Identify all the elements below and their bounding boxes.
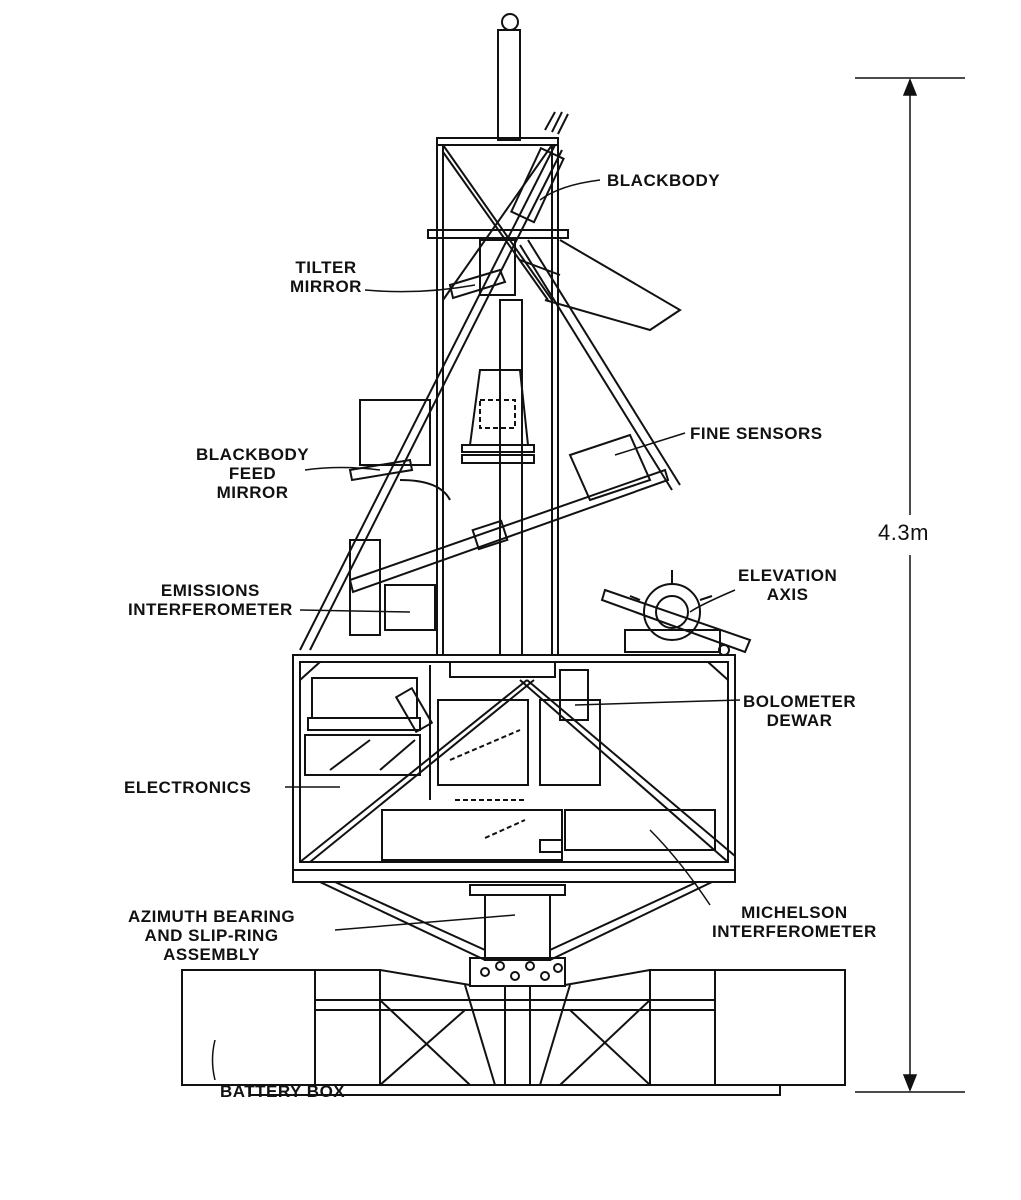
label-bolometer-dewar: BOLOMETER DEWAR xyxy=(743,692,856,730)
azimuth-bearing xyxy=(319,881,713,987)
label-blackbody-feed-mirror: BLACKBODY FEED MIRROR xyxy=(196,445,309,502)
diagonal-struts xyxy=(299,144,681,651)
label-line: MIRROR xyxy=(216,483,289,502)
label-battery-box: BATTERY BOX xyxy=(220,1082,346,1101)
label-tilter-mirror: TILTER MIRROR xyxy=(290,258,362,296)
height-dimension-line xyxy=(855,77,965,1093)
label-azimuth-bearing: AZIMUTH BEARING AND SLIP-RING ASSEMBLY xyxy=(128,907,295,964)
label-line: AZIMUTH BEARING xyxy=(128,907,296,926)
label-line: BOLOMETER xyxy=(743,692,857,711)
leader-lines xyxy=(211,179,741,1081)
label-blackbody: BLACKBODY xyxy=(607,171,721,190)
label-line: ELEVATION xyxy=(738,566,838,585)
main-housing xyxy=(292,654,736,883)
label-line: MIRROR xyxy=(290,277,362,296)
label-line: ASSEMBLY xyxy=(163,945,260,964)
label-line: MICHELSON xyxy=(741,903,848,922)
label-line: DEWAR xyxy=(766,711,833,730)
label-line: TILTER xyxy=(295,258,357,277)
label-line: BLACKBODY xyxy=(196,445,310,464)
tower-frame xyxy=(427,137,569,656)
label-line: FEED xyxy=(228,464,277,483)
label-line: INTERFEROMETER xyxy=(128,600,293,619)
label-emissions-interferometer: EMISSIONS INTERFEROMETER xyxy=(128,581,293,619)
label-line: INTERFEROMETER xyxy=(712,922,877,941)
label-electronics: ELECTRONICS xyxy=(124,778,252,797)
blackbody-assembly xyxy=(448,111,682,332)
label-elevation-axis: ELEVATION AXIS xyxy=(738,566,837,604)
label-michelson-interferometer: MICHELSON INTERFEROMETER xyxy=(712,903,877,941)
label-line: AND SLIP-RING xyxy=(144,926,279,945)
top-pole xyxy=(497,13,521,141)
label-line: EMISSIONS xyxy=(160,581,260,600)
battery-base xyxy=(181,969,846,1096)
label-line: AXIS xyxy=(766,585,809,604)
elevation-axis-wheel xyxy=(600,570,752,656)
height-dimension-label: 4.3m xyxy=(878,520,929,545)
label-fine-sensors: FINE SENSORS xyxy=(690,424,823,443)
